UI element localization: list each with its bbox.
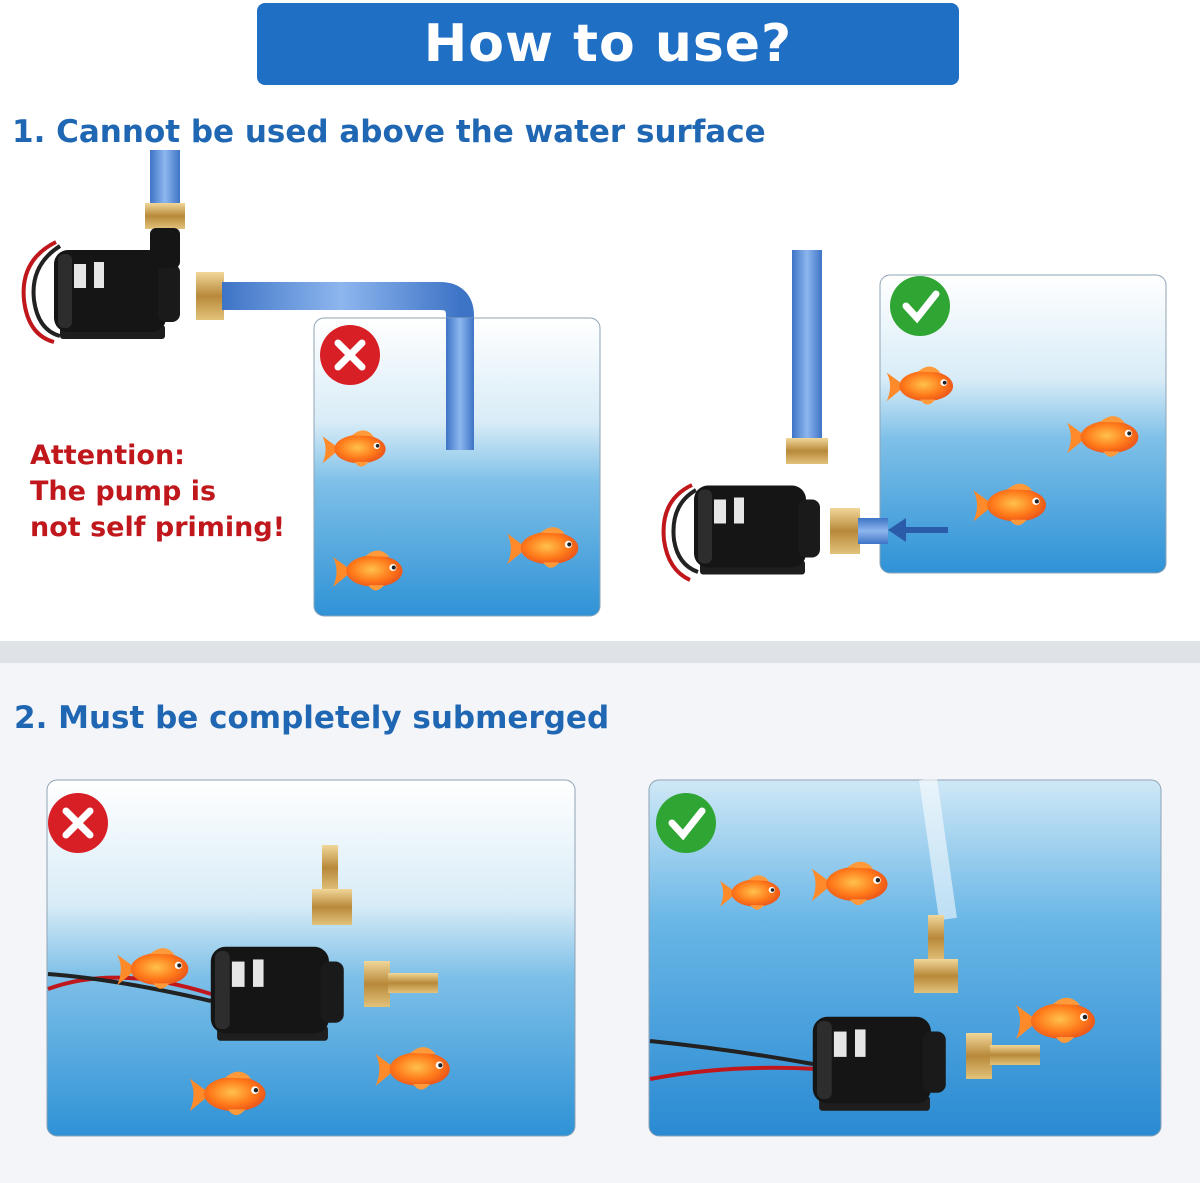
pump-icon	[210, 946, 344, 1041]
fully-submerged-panel	[648, 779, 1162, 1137]
pump-icon	[812, 1016, 946, 1111]
attention-line-2: The pump is	[30, 476, 217, 507]
partially-submerged-panel	[46, 779, 576, 1137]
section2-heading: 2. Must be completely submerged	[14, 700, 610, 736]
attention-line-3: not self priming!	[30, 512, 286, 543]
attention-line-1: Attention:	[30, 440, 185, 471]
check-mark-icon	[890, 276, 950, 336]
page-title: How to use?	[423, 14, 793, 74]
section1-heading: 1. Cannot be used above the water surfac…	[12, 114, 766, 150]
wrong-setup-illustration	[21, 150, 601, 617]
correct-setup-illustration	[661, 250, 1167, 582]
pump-icon	[694, 485, 820, 575]
title-banner: How to use?	[257, 3, 959, 85]
check-mark-icon	[656, 793, 716, 853]
attention-note: Attention: The pump is not self priming!	[30, 438, 285, 546]
section-divider	[0, 641, 1200, 663]
arrow-left-icon	[888, 518, 906, 542]
